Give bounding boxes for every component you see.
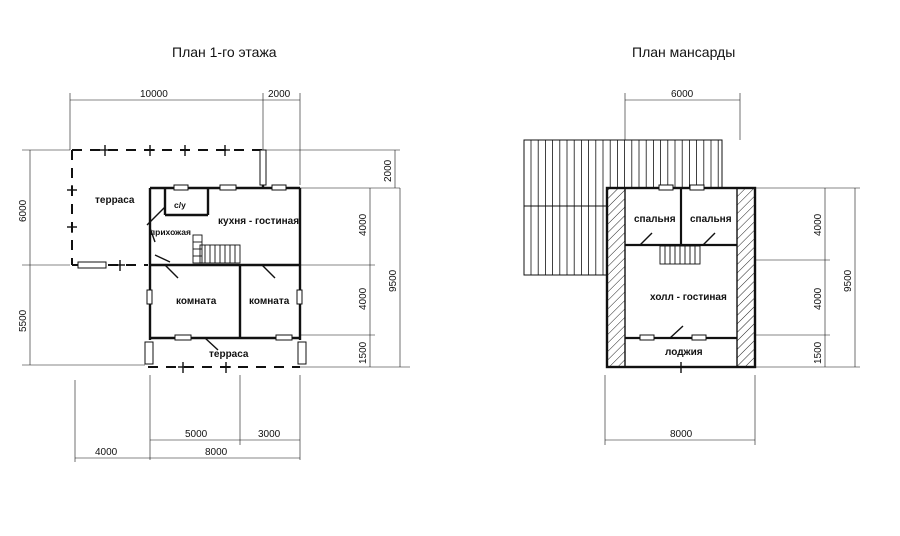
- plan1-room-wc: с/у: [174, 200, 186, 210]
- plan1-dim-right-1500: 1500: [358, 341, 369, 364]
- plan2-room-hall-living: холл - гостиная: [650, 292, 727, 303]
- plan1-dim-bottom-3000: 3000: [258, 429, 281, 440]
- plan1-dim-left-5500: 5500: [18, 309, 29, 332]
- plan1-stairs: [192, 234, 241, 264]
- plan2-dim-right-9500: 9500: [843, 269, 854, 292]
- plan1-dimension-lines: [22, 93, 410, 462]
- plan1-dim-top-2000: 2000: [268, 89, 291, 100]
- plan2-dim-bottom-8000: 8000: [670, 429, 693, 440]
- plan2-dimension-lines: [604, 93, 860, 445]
- plan1-dim-top-10000: 10000: [140, 89, 168, 100]
- plan1-dim-right-9500: 9500: [388, 269, 399, 292]
- plan1-dim-bottom-5000: 5000: [185, 429, 208, 440]
- plan2-drawing: [523, 93, 860, 445]
- plan1-room-terrace-top: терраса: [95, 195, 135, 206]
- plan2-room-bed-left: спальня: [634, 214, 676, 225]
- plan2-dim-right-4000-a: 4000: [813, 213, 824, 236]
- plan1-room-hall: прихожая: [150, 227, 191, 237]
- plan2-windows: [639, 184, 707, 341]
- plan2-dim-right-1500: 1500: [813, 341, 824, 364]
- plan1-dim-bottom-4000: 4000: [95, 447, 118, 458]
- plan2-hatch-left: [606, 187, 626, 368]
- plan2-stairs: [659, 245, 701, 265]
- plan2-hatch-right: [736, 187, 756, 368]
- plan1-room-left: комната: [176, 296, 217, 307]
- plan2-dim-right-4000-b: 4000: [813, 287, 824, 310]
- plan2-room-bed-right: спальня: [690, 214, 732, 225]
- plan1-dim-bottom-8000: 8000: [205, 447, 228, 458]
- plan1-room-terrace-bottom: терраса: [209, 349, 249, 360]
- plan1-windows: [77, 149, 307, 365]
- plan1-dim-right-4000-a: 4000: [358, 213, 369, 236]
- plan2-post: [676, 362, 686, 373]
- plan1-title: План 1-го этажа: [172, 44, 277, 60]
- plan2-title: План мансарды: [632, 44, 736, 60]
- plan1-dim-left-6000: 6000: [18, 199, 29, 222]
- plan1-drawing: [22, 93, 410, 462]
- plan1-dim-right-2000: 2000: [383, 159, 394, 182]
- plan1-doors: [146, 206, 276, 351]
- plan2-dim-top-6000: 6000: [671, 89, 694, 100]
- plan1-room-right: комната: [249, 296, 290, 307]
- plan2-room-loggia: лоджия: [665, 347, 703, 358]
- plan1-dim-right-4000-b: 4000: [358, 287, 369, 310]
- plan2-doors: [639, 232, 716, 339]
- plan1-room-kitchen: кухня - гостиная: [218, 216, 299, 227]
- plan1-posts: [67, 145, 231, 373]
